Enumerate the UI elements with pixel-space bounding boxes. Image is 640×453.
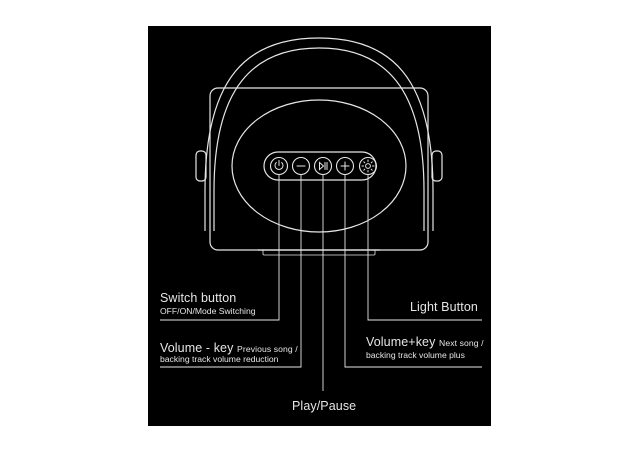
volume-minus-sub1: Previous song / <box>237 344 298 354</box>
power-icon <box>274 160 284 170</box>
right-knob <box>431 150 443 182</box>
leader-volume-plus <box>344 175 482 368</box>
speaker-illustration <box>160 37 482 391</box>
volume-plus-sub2: backing track volume plus <box>366 350 465 360</box>
plus-button <box>335 156 355 176</box>
minus-button <box>291 156 311 176</box>
volume-minus-title: Volume - key Previous song / <box>160 341 298 355</box>
light-button-title: Light Button <box>410 300 478 314</box>
play-pause-icon <box>319 161 328 171</box>
left-knob <box>195 150 207 182</box>
light-icon <box>361 159 375 173</box>
diagram-panel: Switch button OFF/ON/Mode Switching Volu… <box>148 26 491 426</box>
speaker-handle <box>204 37 434 231</box>
volume-minus-title-text: Volume - key <box>160 341 234 355</box>
power-button <box>269 156 289 176</box>
plus-icon <box>340 161 350 171</box>
switch-button-sub: OFF/ON/Mode Switching <box>160 306 256 316</box>
leader-volume-minus <box>160 175 302 368</box>
volume-plus-sub1: Next song / <box>439 338 484 348</box>
speaker-handle-inner <box>213 47 425 231</box>
speaker-grille <box>262 249 376 256</box>
volume-minus-sub2: backing track volume reduction <box>160 354 279 364</box>
switch-button-title: Switch button <box>160 291 237 305</box>
play-pause-title: Play/Pause <box>292 399 357 413</box>
volume-plus-title-text: Volume+key <box>366 335 436 349</box>
play-pause-button <box>313 156 333 176</box>
volume-plus-title: Volume+key Next song / <box>366 335 484 349</box>
leader-switch <box>160 175 280 321</box>
light-button <box>358 156 378 176</box>
control-oval <box>231 99 407 233</box>
leader-light <box>367 175 482 321</box>
